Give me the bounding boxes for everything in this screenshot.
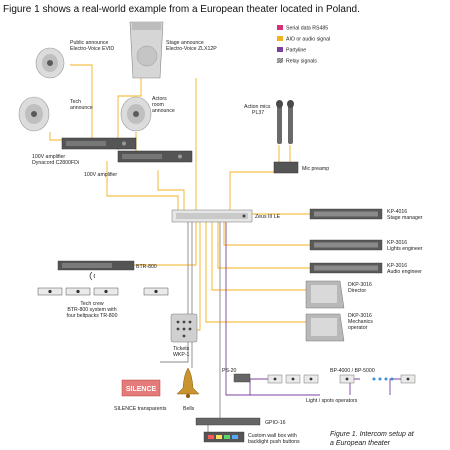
legend-label-serial: Serial data RS485: [286, 26, 328, 32]
mic-preamp-device: [273, 161, 299, 174]
tech-announce-label-2: announce: [70, 105, 93, 111]
public-announce-model: Electro-Voice EVID: [70, 46, 114, 52]
wall-keypanel-wkp1: [170, 313, 198, 343]
svg-text:Director: Director: [348, 288, 366, 294]
svg-text:backlight push buttons: backlight push buttons: [248, 439, 300, 445]
bells-label: Bells: [183, 406, 195, 412]
audio-wiring: [49, 64, 310, 331]
amplifier-c2800: [61, 137, 137, 150]
figure-caption: Figure 1. Intercom setup at: [330, 431, 415, 438]
tech-announce-speaker: [18, 96, 50, 132]
public-announce-label: Public announce: [70, 40, 108, 46]
legend: Serial data RS485 AIO or audio signal Pa…: [276, 25, 330, 65]
beltpack-tr800-4: [143, 287, 169, 296]
action-mics-model: PL37: [252, 110, 264, 116]
amplifier-100v-label: 100V amplifier: [84, 172, 117, 178]
stage-announce-label: Stage announce: [166, 40, 204, 46]
svg-text:Mechanics: Mechanics: [348, 319, 373, 325]
wall-box-label: Custom wall box with: [248, 433, 297, 439]
beltpack-tr800-1: [37, 287, 63, 296]
zeus-label: Zeus III LE: [255, 214, 281, 220]
ps20-label: PS-20: [222, 368, 237, 374]
desk-panel-director: [305, 280, 345, 309]
svg-text:room: room: [152, 102, 164, 108]
tech-announce-label: Tech: [70, 99, 81, 105]
svg-text:Audio engineer: Audio engineer: [387, 269, 422, 275]
tech-crew-label: Tech crew: [80, 301, 104, 307]
dkp-mechanics-label: DKP-3016: [348, 313, 372, 319]
relay-wiring: [160, 222, 221, 432]
figure-caption-line-2: a European theater: [330, 440, 391, 447]
mic-preamp-label: Mic preamp: [302, 166, 329, 172]
actors-announce-label: Actors: [152, 96, 167, 102]
legend-label-partyline: Partyline: [286, 48, 306, 54]
silence-sign: SILENCE: [121, 379, 161, 397]
stage-announce-model: Electro-Voice ZLX12P: [166, 46, 217, 52]
bell-icon: [176, 367, 200, 398]
zeus-matrix: [171, 209, 253, 223]
legend-swatch-audio: [277, 36, 283, 41]
keypanel-kp3016-lights: [309, 239, 383, 251]
keypanel-kp4016: [309, 208, 383, 220]
beltpack-bp-4: [339, 374, 355, 384]
beltpack-bp-5: [400, 374, 416, 384]
svg-text:four beltpacks TR-800: four beltpacks TR-800: [67, 313, 118, 319]
keypanel-kp3016-audio: [309, 262, 383, 274]
kp3016-audio-label: KP-3016: [387, 263, 407, 269]
btr800-base-station: [57, 260, 135, 271]
kp3016-lights-label: KP-3016: [387, 240, 407, 246]
beltpack-tr800-2: [65, 287, 91, 296]
wireless-signal-icon: [89, 271, 96, 281]
ps20-device: [233, 373, 251, 383]
svg-text:announce: announce: [152, 108, 175, 114]
svg-text:Lights engineer: Lights engineer: [387, 246, 423, 252]
bp-4000-5000-label: BP-4000 / BP-5000: [330, 368, 375, 374]
gpio16-device: [195, 417, 261, 426]
kp4016-label: KP-4016: [387, 209, 407, 215]
beltpack-bp-2: [285, 374, 301, 384]
beltpack-tr800-3: [93, 287, 119, 296]
action-mics: [276, 100, 294, 144]
silence-transparents-label: SILENCE transparents: [114, 406, 167, 412]
amplifier-100v: [117, 150, 193, 163]
btr800-label: BTR-800: [136, 264, 157, 270]
light-spots-operators-label: Light / spots operators: [306, 398, 358, 404]
svg-text:WKP-1: WKP-1: [173, 352, 190, 358]
gpio16-label: GPIO-16: [265, 420, 286, 426]
beltpack-bp-3: [303, 374, 319, 384]
action-mics-label: Action mics: [244, 104, 271, 110]
intro-text: Figure 1 shows a real-world example from…: [3, 4, 360, 15]
svg-text:operator: operator: [348, 325, 368, 331]
amplifier-c2800-model: Dynacord C2800FDi: [32, 160, 79, 166]
legend-label-relay: Relay signals: [286, 59, 317, 65]
silence-sign-text: SILENCE: [126, 386, 157, 393]
tickets-label: Tickets: [173, 346, 190, 352]
indicator-lights: [372, 377, 394, 381]
actors-announce-speaker: [120, 96, 152, 132]
amplifier-c2800-label: 100V amplifier: [32, 154, 65, 160]
legend-label-audio: AIO or audio signal: [286, 37, 330, 43]
custom-wall-box: [203, 431, 245, 443]
svg-text:Stage manager: Stage manager: [387, 215, 423, 221]
dkp-director-label: DKP-3016: [348, 282, 372, 288]
stage-announce-speaker: [129, 21, 164, 79]
public-announce-speaker: [35, 47, 65, 79]
svg-text:BTR-800 system with: BTR-800 system with: [67, 307, 116, 313]
legend-swatch-serial: [277, 25, 283, 30]
legend-swatch-partyline: [277, 47, 283, 52]
beltpack-bp-1: [267, 374, 283, 384]
desk-panel-mechanics: [305, 313, 345, 342]
